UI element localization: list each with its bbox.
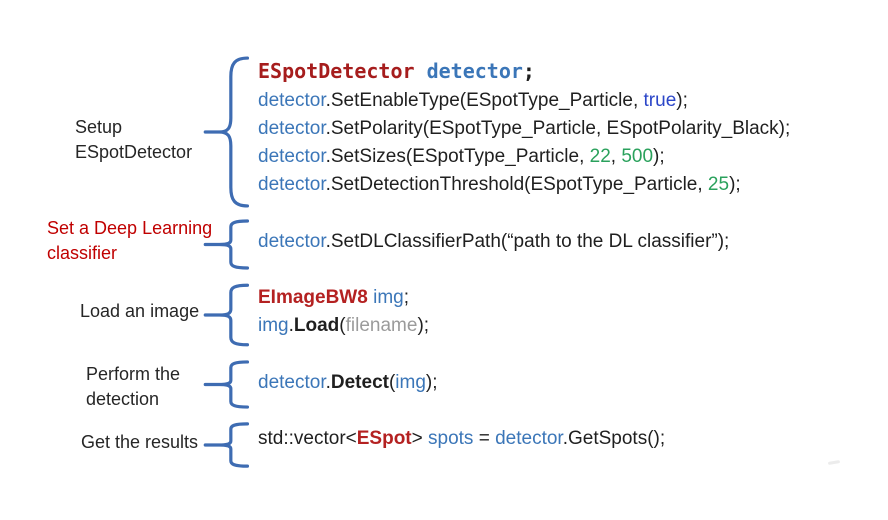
- code-token: .SetDetectionThreshold(ESpotType_Particl…: [325, 174, 708, 195]
- code-token: img: [373, 287, 404, 308]
- code-line-set-dl-classifier-path: detector.SetDLClassifierPath(“path to th…: [258, 230, 729, 254]
- code-token: detector: [258, 231, 326, 252]
- code-token: filename: [345, 315, 418, 336]
- brace-icon-detect: [204, 361, 250, 408]
- smudge-artifact: [827, 459, 841, 466]
- code-token: 25: [707, 174, 730, 195]
- code-token: ;: [522, 59, 535, 83]
- label-line: Perform the: [86, 364, 181, 384]
- label-line: classifier: [47, 243, 118, 263]
- code-token: .: [325, 372, 331, 393]
- code-line-set-polarity: detector.SetPolarity(ESpotType_Particle,…: [258, 117, 790, 141]
- code-token: (: [339, 315, 346, 336]
- code-line-set-sizes: detector.SetSizes(ESpotType_Particle, 22…: [258, 145, 665, 169]
- code-token: img: [395, 372, 426, 393]
- label-load-an-image: Load an image: [80, 299, 199, 324]
- label-line: detection: [86, 389, 160, 409]
- code-token: .SetEnableType(ESpotType_Particle,: [325, 90, 644, 111]
- code-token: >: [411, 428, 429, 449]
- code-token: (: [388, 372, 396, 393]
- brace-icon-load-image: [204, 284, 250, 346]
- code-token: [415, 59, 427, 83]
- code-token: true: [643, 90, 677, 111]
- code-token: .GetSpots();: [562, 428, 666, 449]
- code-token: );: [653, 146, 665, 167]
- code-token: );: [676, 90, 688, 111]
- code-token: detector: [258, 174, 326, 195]
- label-line: ESpotDetector: [75, 142, 193, 162]
- code-token: .SetPolarity(ESpotType_Particle, ESpotPo…: [325, 118, 791, 139]
- code-token: Detect: [330, 372, 389, 393]
- label-get-the-results: Get the results: [81, 430, 198, 455]
- code-token: ESpot: [356, 428, 412, 449]
- code-token: spots: [428, 428, 474, 449]
- label-line: Set a Deep Learning: [47, 218, 213, 238]
- code-line-detect: detector.Detect(img);: [258, 371, 438, 395]
- label-line: Get the results: [81, 432, 199, 452]
- code-token: =: [473, 428, 496, 449]
- code-line-declare-detector: ESpotDetector detector;: [258, 59, 535, 83]
- code-token: 22: [589, 146, 611, 167]
- code-line-load-image: img.Load(filename);: [258, 314, 429, 338]
- code-token: 500: [621, 146, 654, 167]
- code-token: ,: [610, 146, 622, 167]
- brace-icon-setup: [204, 55, 250, 209]
- label-line: Setup: [75, 117, 123, 137]
- code-token: .SetDLClassifierPath(“path to the DL cla…: [325, 231, 730, 252]
- brace-icon-results: [204, 423, 250, 467]
- code-token: detector: [258, 372, 326, 393]
- code-token: );: [417, 315, 430, 336]
- brace-icon-dl-classifier: [204, 220, 250, 269]
- code-token: detector: [258, 90, 326, 111]
- code-token: );: [729, 174, 741, 195]
- code-token: EImageBW8: [258, 287, 368, 308]
- code-token: .: [288, 315, 294, 336]
- code-line-declare-image: EImageBW8 img;: [258, 286, 409, 310]
- code-token: );: [425, 372, 438, 393]
- label-set-dl-classifier: Set a Deep Learning classifier: [47, 216, 212, 266]
- label-perform-detection: Perform the detection: [86, 362, 180, 412]
- code-line-set-enable-type: detector.SetEnableType(ESpotType_Particl…: [258, 89, 688, 113]
- code-line-set-detection-threshold: detector.SetDetectionThreshold(ESpotType…: [258, 173, 741, 197]
- label-line: Load an image: [80, 301, 200, 321]
- code-token: .SetSizes(ESpotType_Particle,: [325, 146, 590, 167]
- code-token: detector: [495, 428, 563, 449]
- code-token: detector: [258, 118, 326, 139]
- code-token: img: [258, 315, 289, 336]
- code-token: Load: [293, 315, 340, 336]
- code-line-get-spots: std::vector<ESpot> spots = detector.GetS…: [258, 427, 665, 451]
- code-token: detector: [426, 59, 523, 83]
- code-token: ESpotDetector: [258, 59, 415, 83]
- code-token: ;: [403, 287, 409, 308]
- code-token: detector: [258, 146, 326, 167]
- code-token: std::vector<: [258, 428, 357, 449]
